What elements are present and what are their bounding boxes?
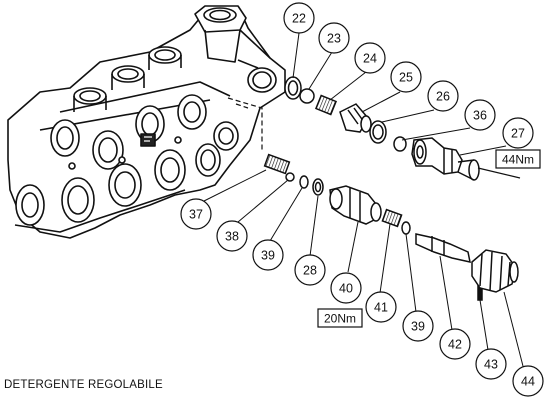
part-27-plug: [411, 137, 521, 181]
diagram-caption: DETERGENTE REGOLABILE: [4, 379, 163, 391]
callout-24: 24: [354, 42, 386, 74]
svg-text:39: 39: [411, 320, 425, 334]
part-25-seat: [339, 103, 372, 133]
callout-27: 27: [502, 117, 534, 149]
callout-28: 28: [294, 254, 326, 286]
svg-text:43: 43: [484, 358, 498, 372]
leader-lines: [203, 32, 525, 371]
svg-text:40: 40: [339, 282, 353, 296]
callout-41: 41: [365, 291, 397, 323]
svg-text:20Nm: 20Nm: [324, 312, 356, 326]
svg-text:22: 22: [292, 12, 306, 26]
part-39-oring-upper: [299, 175, 309, 189]
upper-assembly: [284, 76, 521, 181]
torque-label-lower: 20Nm: [317, 308, 363, 328]
svg-text:42: 42: [448, 338, 462, 352]
part-42-needle: [415, 233, 471, 263]
part-36-washer: [393, 136, 407, 152]
svg-text:27: 27: [511, 127, 525, 141]
callout-26: 26: [427, 80, 459, 112]
callout-23: 23: [318, 22, 350, 54]
assembly-guide-lines: [227, 97, 263, 152]
part-44-knob: [471, 249, 519, 293]
torque-label-upper: 44Nm: [495, 149, 541, 169]
lower-assembly: [263, 153, 519, 301]
svg-text:38: 38: [225, 230, 239, 244]
part-40-body: [329, 185, 382, 225]
svg-text:39: 39: [261, 249, 275, 263]
svg-text:23: 23: [327, 32, 341, 46]
svg-text:36: 36: [473, 109, 487, 123]
callout-25: 25: [390, 61, 422, 93]
svg-text:41: 41: [374, 301, 388, 315]
part-38-ball: [285, 172, 295, 182]
callout-39-lower: 39: [402, 310, 434, 342]
part-41-spring: [381, 208, 403, 228]
svg-text:26: 26: [436, 90, 450, 104]
pump-head: [7, 5, 286, 239]
part-39-oring-lower: [401, 221, 411, 235]
part-24-spring: [314, 94, 338, 116]
svg-text:28: 28: [303, 264, 317, 278]
callout-44: 44: [512, 365, 544, 397]
svg-text:37: 37: [189, 208, 203, 222]
svg-text:25: 25: [399, 71, 413, 85]
callout-42: 42: [439, 328, 471, 360]
callout-36: 36: [464, 99, 496, 131]
callout-38: 38: [216, 220, 248, 252]
part-37-spring: [263, 153, 291, 175]
callout-40: 40: [330, 272, 362, 304]
svg-text:24: 24: [363, 52, 377, 66]
callout-43: 43: [475, 348, 507, 380]
callout-39-upper: 39: [252, 239, 284, 271]
callouts: 22 23 24 25 26 36 27 37 38 39 28 40 41 3…: [180, 2, 544, 397]
callout-22: 22: [283, 2, 315, 34]
svg-text:44Nm: 44Nm: [502, 153, 534, 167]
part-23-ball: [299, 88, 315, 104]
callout-37: 37: [180, 198, 212, 230]
svg-text:44: 44: [521, 375, 535, 389]
